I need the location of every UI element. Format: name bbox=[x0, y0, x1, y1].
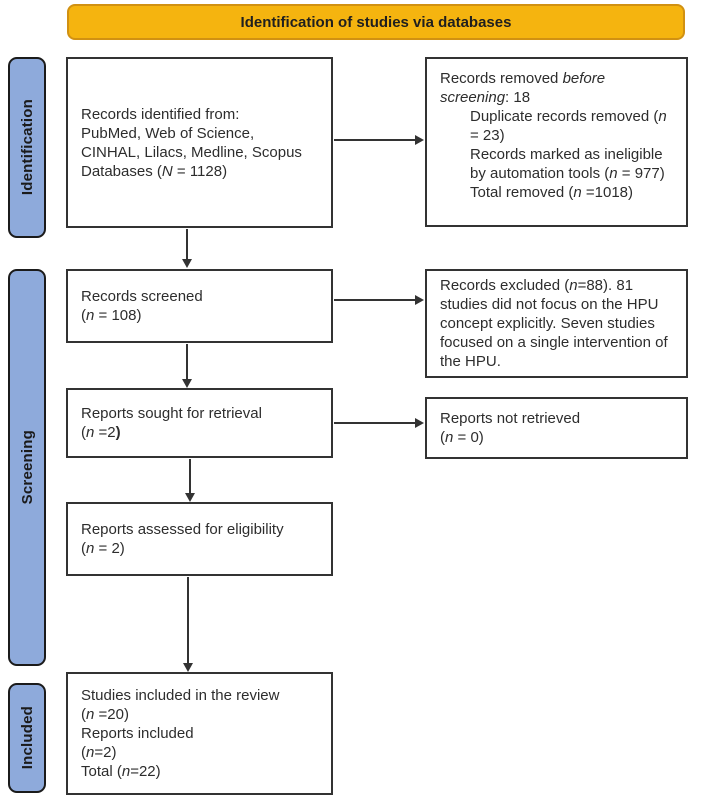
box-text-line: (n = 108) bbox=[81, 307, 142, 324]
box-text-line: Records screened bbox=[81, 288, 203, 305]
box-studies-included: Studies included in the review (n =20) Rep… bbox=[66, 672, 333, 795]
stage-label-screening: Screening bbox=[18, 430, 36, 505]
box-text-line: Records removed before bbox=[440, 70, 606, 87]
box-text-line: (n = 0) bbox=[440, 429, 484, 446]
stage-label-included: Included bbox=[18, 706, 36, 770]
arrowhead-down-icon bbox=[185, 493, 195, 502]
arrowhead-down-icon bbox=[182, 379, 192, 388]
box-reports-not-retrieved: Reports not retrieved (n = 0) bbox=[425, 397, 688, 459]
arrowhead-down-icon bbox=[183, 663, 193, 672]
arrowhead-right-icon bbox=[415, 418, 424, 428]
right-arrow-identified-to-removed bbox=[334, 135, 424, 145]
down-arrow-identified-to-screened bbox=[182, 229, 192, 268]
box-text-line: Duplicate records removed (n bbox=[470, 108, 667, 125]
box-text-line: concept explicitly. Seven studies bbox=[440, 315, 655, 332]
arrowhead-down-icon bbox=[182, 259, 192, 268]
box-records-removed: Records removed before screening: 18 Dupli… bbox=[425, 57, 688, 227]
right-arrow-screened-to-excluded bbox=[334, 295, 424, 305]
box-text-line: Total (n=22) bbox=[81, 763, 161, 780]
box-text-line: Reports sought for retrieval bbox=[81, 405, 262, 422]
box-text-line: CINHAL, Lilacs, Medline, Scopus bbox=[81, 143, 302, 161]
box-text-line: Reports included bbox=[81, 725, 194, 742]
box-text-line: Records identified from: bbox=[81, 105, 240, 123]
arrowhead-right-icon bbox=[415, 295, 424, 305]
box-records-screened: Records screened (n = 108) bbox=[66, 269, 333, 343]
stage-bar-screening: Screening bbox=[8, 269, 46, 666]
box-text-line: Total removed (n =1018) bbox=[470, 184, 634, 201]
box-text-line: = 23) bbox=[470, 127, 505, 144]
stage-label-identification: Identification bbox=[18, 99, 36, 196]
box-text-line: (n=2) bbox=[81, 744, 117, 761]
arrowhead-right-icon bbox=[415, 135, 424, 145]
down-arrow-sought-to-assessed bbox=[185, 459, 195, 502]
right-arrow-sought-to-notretrieved bbox=[334, 418, 424, 428]
box-text-line: Databases (N = 1128) bbox=[81, 162, 228, 180]
down-arrow-assessed-to-included bbox=[183, 577, 193, 672]
down-arrow-screened-to-sought bbox=[182, 344, 192, 388]
box-text-line: (n =20) bbox=[81, 706, 129, 723]
box-text-line: screening: 18 bbox=[440, 89, 531, 106]
header-banner: Identification of studies via databases bbox=[67, 4, 685, 40]
box-text-line: Records marked as ineligible bbox=[470, 146, 663, 163]
box-records-identified: Records identified from:PubMed, Web of S… bbox=[66, 57, 333, 228]
box-text-line: PubMed, Web of Science, bbox=[81, 124, 255, 142]
box-records-excluded: Records excluded (n=88). 81 studies did n… bbox=[425, 269, 688, 378]
box-text-line: Reports not retrieved bbox=[440, 410, 581, 427]
box-text-line: focused on a single intervention of bbox=[440, 334, 668, 351]
box-text-line: (n = 2) bbox=[81, 540, 125, 557]
box-text-line: Studies included in the review bbox=[81, 687, 280, 704]
box-reports-sought: Reports sought for retrieval (n =2) bbox=[66, 388, 333, 458]
stage-bar-identification: Identification bbox=[8, 57, 46, 238]
box-text-line: the HPU. bbox=[440, 353, 501, 370]
box-text-line: by automation tools (n = 977) bbox=[470, 165, 665, 182]
header-title: Identification of studies via databases bbox=[240, 13, 512, 31]
box-text-line: (n =2) bbox=[81, 424, 121, 441]
stage-bar-included: Included bbox=[8, 683, 46, 793]
box-text-line: Records excluded (n=88). 81 bbox=[440, 277, 634, 294]
box-text-line: studies did not focus on the HPU bbox=[440, 296, 659, 313]
box-text-line: Reports assessed for eligibility bbox=[81, 521, 284, 538]
box-reports-assessed: Reports assessed for eligibility (n = 2) bbox=[66, 502, 333, 576]
